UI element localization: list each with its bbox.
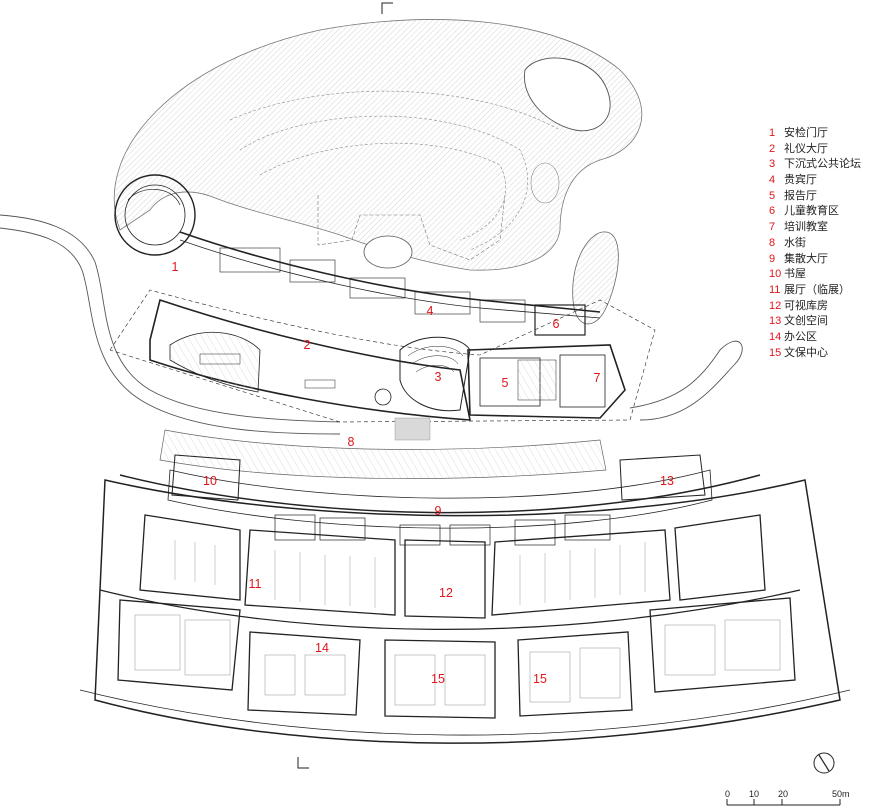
site-road	[0, 214, 743, 435]
legend-number: 11	[769, 283, 781, 296]
legend-number: 2	[769, 142, 776, 155]
legend-label: 礼仪大厅	[784, 142, 828, 155]
legend-label: 文保中心	[784, 346, 828, 359]
room-label: 9	[435, 504, 442, 518]
legend-number: 4	[769, 174, 776, 187]
legend-number: 8	[769, 236, 776, 249]
legend-number: 5	[769, 189, 776, 202]
upper-building	[109, 174, 656, 423]
room-label: 3	[435, 370, 442, 384]
room-label: 15	[431, 672, 445, 686]
scale-bar: 0 10 20 50m	[725, 789, 850, 806]
legend-item: 5 报告厅	[769, 189, 879, 205]
legend-label: 展厅（临展）	[784, 283, 850, 296]
scale-tick-label: 0	[725, 789, 730, 799]
legend-label: 安检门厅	[784, 127, 828, 139]
legend-label: 书屋	[784, 268, 806, 281]
legend-number: 7	[769, 221, 776, 234]
north-arrow-icon	[813, 752, 835, 774]
section-marker-bottom	[297, 757, 309, 769]
legend-item: 1 安检门厅	[769, 126, 879, 142]
room-label: 14	[315, 641, 329, 655]
legend-number: 14	[769, 330, 782, 343]
scale-tick-label: 10	[749, 789, 759, 799]
room-label: 13	[660, 474, 674, 488]
legend-number: 15	[769, 346, 782, 359]
scale-tick-label: 50m	[832, 789, 850, 799]
legend-item: 7 培训教室	[769, 220, 879, 236]
legend-label: 办公区	[784, 330, 817, 343]
room-label: 15	[533, 672, 547, 686]
water-street	[159, 417, 607, 479]
legend-item: 3 下沉式公共论坛	[769, 157, 879, 173]
room-label: 1	[172, 260, 179, 274]
scale-tick-label: 20	[778, 789, 788, 799]
legend-number: 1	[769, 127, 776, 139]
legend-label: 水街	[784, 236, 806, 249]
legend-label: 可视库房	[784, 299, 828, 312]
legend-label: 贵宾厅	[784, 174, 817, 187]
legend-number: 10	[769, 268, 782, 281]
room-label: 2	[304, 338, 311, 352]
legend-number: 3	[769, 158, 776, 171]
legend-item: 6 儿童教育区	[769, 204, 879, 220]
legend-label: 培训教室	[784, 221, 828, 234]
legend-label: 下沉式公共论坛	[784, 158, 861, 171]
legend-label: 报告厅	[784, 189, 817, 202]
legend-item: 9 集散大厅	[769, 252, 879, 268]
legend-label: 集散大厅	[784, 252, 828, 265]
room-label: 7	[594, 371, 601, 385]
room-labels: 1 2 3 4 5 6 7 8 9 10 11 12 13 14 15 15	[172, 260, 674, 686]
lower-building	[79, 454, 851, 744]
legend-item: 8 水街	[769, 236, 879, 252]
legend-label: 文创空间	[784, 315, 828, 328]
legend-item: 4 贵宾厅	[769, 173, 879, 189]
room-label: 12	[439, 586, 453, 600]
legend-number: 12	[769, 299, 782, 312]
room-label: 4	[427, 304, 434, 318]
room-label: 6	[553, 317, 560, 331]
room-label: 8	[348, 435, 355, 449]
garden-lobe-right	[572, 231, 619, 325]
legend-item: 2 礼仪大厅	[769, 142, 879, 158]
legend-number: 13	[769, 315, 782, 328]
legend-label: 儿童教育区	[784, 205, 839, 218]
room-label: 11	[249, 577, 262, 591]
legend-number: 9	[769, 252, 776, 265]
section-marker-top	[381, 2, 393, 14]
room-label: 5	[502, 376, 509, 390]
landscape-mound	[114, 19, 643, 271]
room-label: 10	[203, 474, 217, 488]
legend-number: 6	[769, 205, 776, 218]
